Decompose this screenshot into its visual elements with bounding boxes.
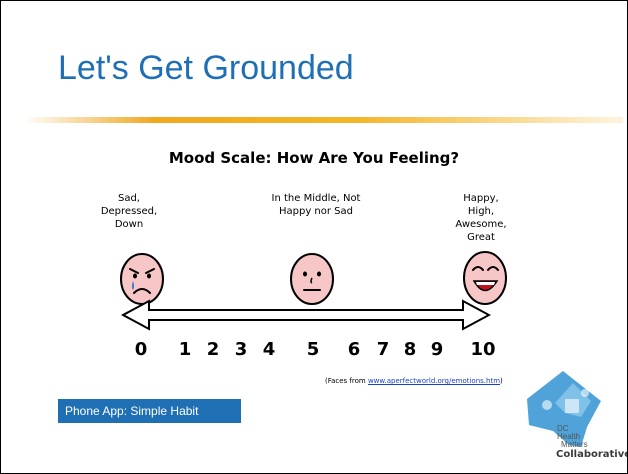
- scale-number: 1: [178, 339, 192, 360]
- mood-scale-heading: Mood Scale: How Are You Feeling?: [168, 149, 460, 167]
- sad-face-icon: [120, 253, 164, 305]
- scale-number: 5: [306, 339, 320, 360]
- logo-line-matters: Matters: [561, 440, 588, 449]
- logo-line-collaborative: Collaborative: [556, 449, 628, 460]
- slide-title: Let's Get Grounded: [58, 49, 354, 87]
- scale-number: 3: [234, 339, 248, 360]
- scale-number: 4: [262, 339, 276, 360]
- happy-label: Happy, High, Awesome, Great: [455, 193, 507, 243]
- happy-face-icon: [463, 251, 507, 305]
- neutral-face-icon: [290, 253, 334, 305]
- logo-line-dc: DC: [557, 424, 569, 433]
- scale-number: 10: [470, 339, 496, 360]
- double-arrow-icon: [121, 299, 491, 331]
- scale-number: 0: [134, 339, 148, 360]
- title-underline: [23, 117, 623, 123]
- scale-number: 6: [347, 339, 361, 360]
- logo-line-health: Health: [557, 432, 581, 441]
- faces-source-credit: (Faces from www.aperfectworld.org/emotio…: [325, 377, 503, 385]
- scale-number: 7: [376, 339, 390, 360]
- phone-app-label: Phone App: Simple Habit: [58, 399, 241, 423]
- sad-label: Sad, Depressed, Down: [100, 193, 158, 230]
- scale-number: 9: [430, 339, 444, 360]
- middle-label: In the Middle, Not Happy nor Sad: [271, 193, 361, 217]
- scale-number: 2: [206, 339, 220, 360]
- source-link[interactable]: www.aperfectworld.org/emotions.htm: [367, 377, 501, 385]
- logo-text: DC Health Matters Collaborative: [556, 424, 628, 461]
- scale-number: 8: [403, 339, 417, 360]
- source-prefix: (Faces from: [325, 377, 368, 385]
- source-suffix: ): [500, 377, 503, 385]
- dc-map-logo-icon: [527, 371, 601, 447]
